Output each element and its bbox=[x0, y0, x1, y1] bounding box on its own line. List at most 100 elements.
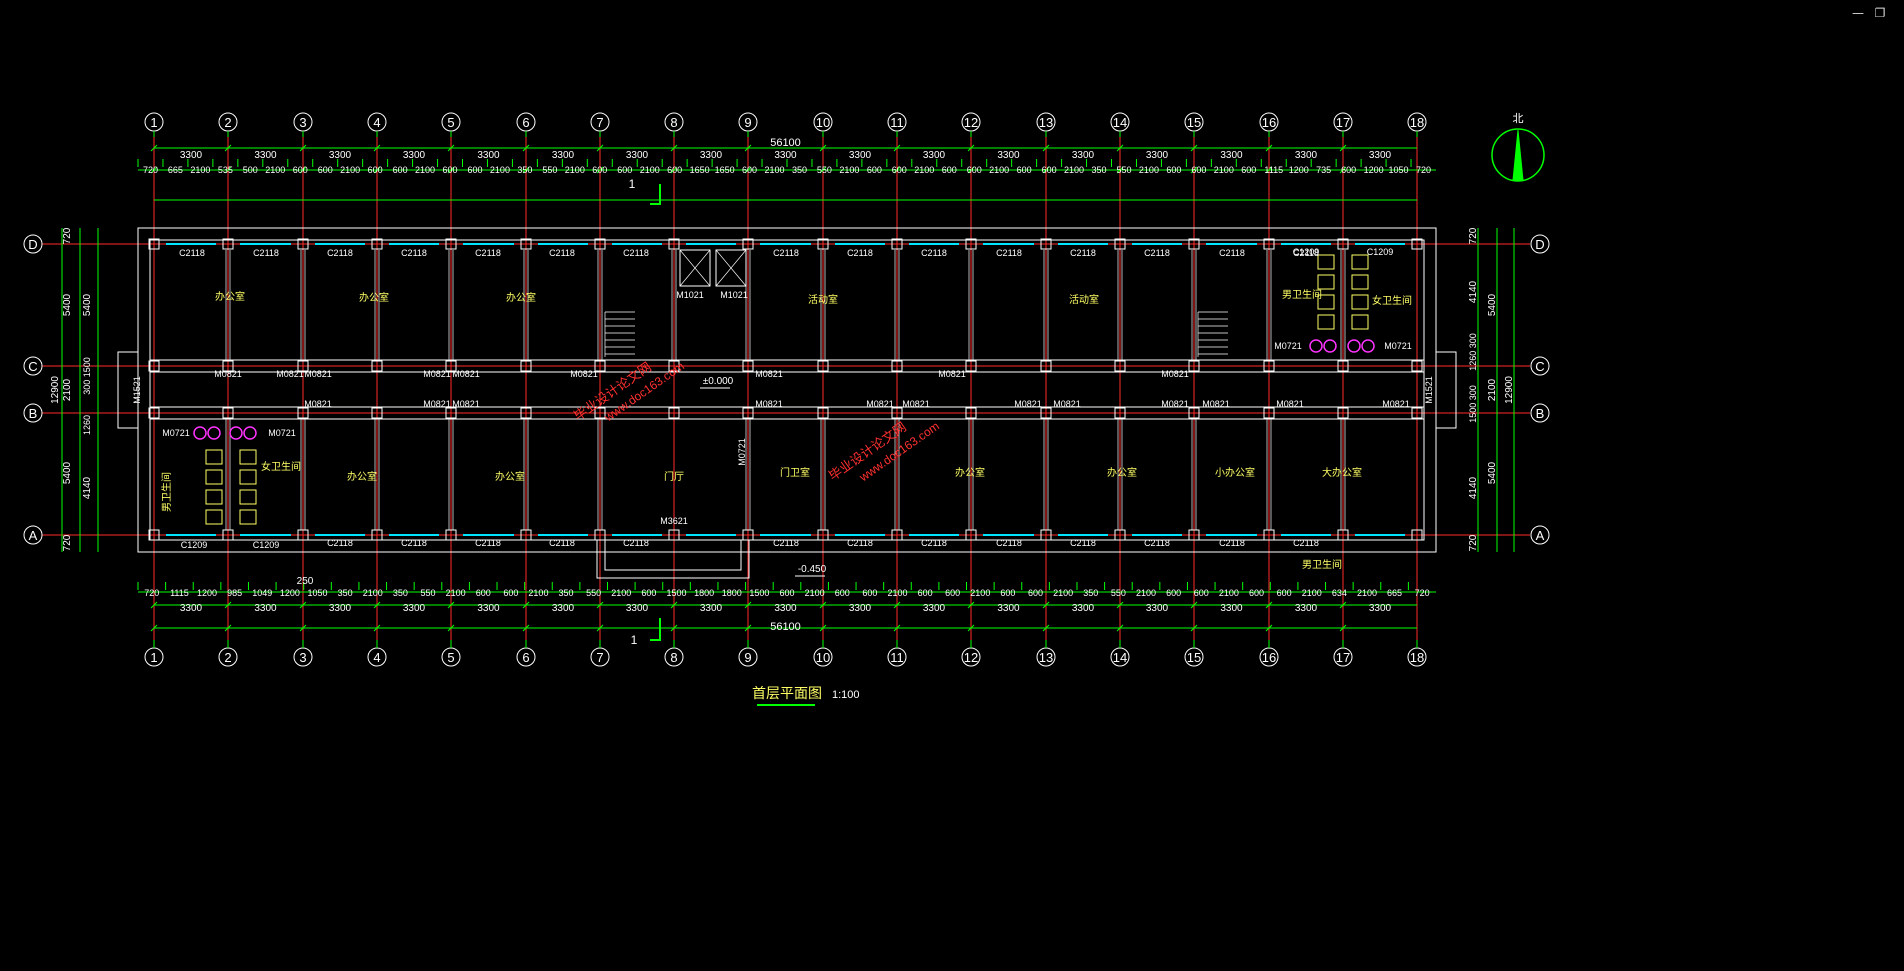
room-label: 大办公室 bbox=[1322, 466, 1362, 479]
column bbox=[148, 407, 160, 419]
dim-detail-top: 1650 bbox=[715, 165, 735, 175]
column bbox=[1337, 360, 1349, 372]
dim-bay-top: 3300 bbox=[477, 150, 500, 161]
dim-tick bbox=[596, 166, 604, 174]
axis-bubble-label: 8 bbox=[670, 650, 677, 665]
column bbox=[297, 529, 309, 541]
column bbox=[668, 407, 680, 419]
column bbox=[371, 360, 383, 372]
column bbox=[742, 407, 754, 419]
column bbox=[1114, 407, 1126, 419]
watermark: 毕业设计论文网www.doc163.com毕业设计论文网www.doc163.c… bbox=[571, 359, 942, 485]
section-mark-bottom: 1 bbox=[631, 633, 638, 647]
dim-detail-bottom: 665 bbox=[1387, 588, 1402, 598]
window-label: C2118 bbox=[1293, 248, 1319, 258]
axis-bubble-label: 17 bbox=[1336, 115, 1350, 130]
dim-detail-top: 2100 bbox=[839, 165, 859, 175]
row-bubble-label: C bbox=[1535, 359, 1544, 374]
dim-bay-top: 3300 bbox=[1295, 150, 1318, 161]
dim-tick bbox=[150, 601, 158, 609]
dim-tick bbox=[819, 624, 827, 632]
column bbox=[445, 529, 457, 541]
axis-bubble-label: 16 bbox=[1262, 650, 1276, 665]
dim-detail-top: 600 bbox=[592, 165, 607, 175]
row-bubble-label: C bbox=[28, 359, 37, 374]
toilet-fixture bbox=[205, 469, 223, 485]
axis-bubble-label: 2 bbox=[224, 115, 231, 130]
axis-bubble-label: 2 bbox=[224, 650, 231, 665]
dim-bay-top: 3300 bbox=[329, 150, 352, 161]
dim-tick bbox=[224, 601, 232, 609]
dim-right: 1500 300 bbox=[1468, 385, 1478, 423]
entry-platform bbox=[596, 539, 750, 579]
window-label: C2118 bbox=[847, 538, 873, 548]
dim-detail-bottom: 2100 bbox=[1302, 588, 1322, 598]
minimize-button[interactable]: — bbox=[1852, 6, 1864, 20]
door-label: M0821 bbox=[423, 399, 451, 409]
dim-detail-bottom: 350 bbox=[1083, 588, 1098, 598]
door-label: M0821 bbox=[1276, 399, 1304, 409]
dim-detail-top: 550 bbox=[817, 165, 832, 175]
dim-detail-top: 2100 bbox=[1139, 165, 1159, 175]
column bbox=[742, 360, 754, 372]
window-label: C2118 bbox=[623, 248, 649, 258]
door-label: M0821 bbox=[304, 369, 332, 379]
door-label: M0821 bbox=[1161, 369, 1189, 379]
column bbox=[817, 238, 829, 250]
dim-detail-bottom: 600 bbox=[835, 588, 850, 598]
dim-left: 2100 bbox=[62, 378, 73, 401]
dim-bay-top: 3300 bbox=[1369, 150, 1392, 161]
column bbox=[520, 238, 532, 250]
dim-left-inner: 5400 bbox=[82, 293, 93, 316]
window-label: C2118 bbox=[401, 248, 427, 258]
column bbox=[594, 238, 606, 250]
dim-tick bbox=[373, 624, 381, 632]
dim-detail-bottom: 600 bbox=[1000, 588, 1015, 598]
column bbox=[1188, 407, 1200, 419]
window-label: C2118 bbox=[1219, 538, 1245, 548]
window-label: C2118 bbox=[1219, 248, 1245, 258]
axis-bubble-label: 6 bbox=[522, 115, 529, 130]
column bbox=[371, 529, 383, 541]
dim-tick bbox=[1265, 166, 1273, 174]
axis-bubble-label: 15 bbox=[1187, 650, 1201, 665]
dim-bay-bottom: 3300 bbox=[329, 603, 352, 614]
dim-detail-top: 600 bbox=[1241, 165, 1256, 175]
row-bubble-label: A bbox=[1536, 528, 1545, 543]
door-label: M0721 bbox=[162, 428, 190, 438]
side-entry-left bbox=[117, 351, 139, 429]
axis-bubble-label: 4 bbox=[373, 650, 380, 665]
restore-button[interactable]: ❐ bbox=[1874, 6, 1886, 20]
axis-bubble-label: 7 bbox=[596, 650, 603, 665]
row-bubble bbox=[1530, 356, 1550, 376]
dim-tick bbox=[893, 601, 901, 609]
dim-detail-bottom: 2100 bbox=[611, 588, 631, 598]
dim-detail-bottom: 350 bbox=[338, 588, 353, 598]
door-label: M0821 bbox=[276, 369, 304, 379]
column bbox=[445, 238, 457, 250]
column bbox=[965, 407, 977, 419]
dim-detail-top: 600 bbox=[368, 165, 383, 175]
dim-bay-top: 3300 bbox=[1072, 150, 1095, 161]
column bbox=[297, 407, 309, 419]
dim-bay-bottom: 3300 bbox=[1072, 603, 1095, 614]
drawing-title: 首层平面图 bbox=[752, 685, 822, 701]
dim-right: 4140 bbox=[1468, 476, 1479, 499]
dim-bay-bottom: 3300 bbox=[403, 603, 426, 614]
dim-tick bbox=[150, 144, 158, 152]
window-label: C2118 bbox=[847, 248, 873, 258]
dimension-lines: 5610056100330033003300330033003300330033… bbox=[50, 137, 1515, 633]
window-label: C2118 bbox=[1293, 538, 1319, 548]
door-label: M0821 bbox=[1382, 399, 1410, 409]
column bbox=[222, 238, 234, 250]
dim-tick bbox=[967, 601, 975, 609]
dim-detail-top: 600 bbox=[1191, 165, 1206, 175]
dim-tick bbox=[299, 624, 307, 632]
dim-detail-top: 600 bbox=[443, 165, 458, 175]
dim-detail-bottom: 720 bbox=[144, 588, 159, 598]
dim-bay-top: 3300 bbox=[626, 150, 649, 161]
window-label: C2118 bbox=[996, 248, 1022, 258]
dim-detail-top: 735 bbox=[1316, 165, 1331, 175]
dim-detail-bottom: 600 bbox=[918, 588, 933, 598]
